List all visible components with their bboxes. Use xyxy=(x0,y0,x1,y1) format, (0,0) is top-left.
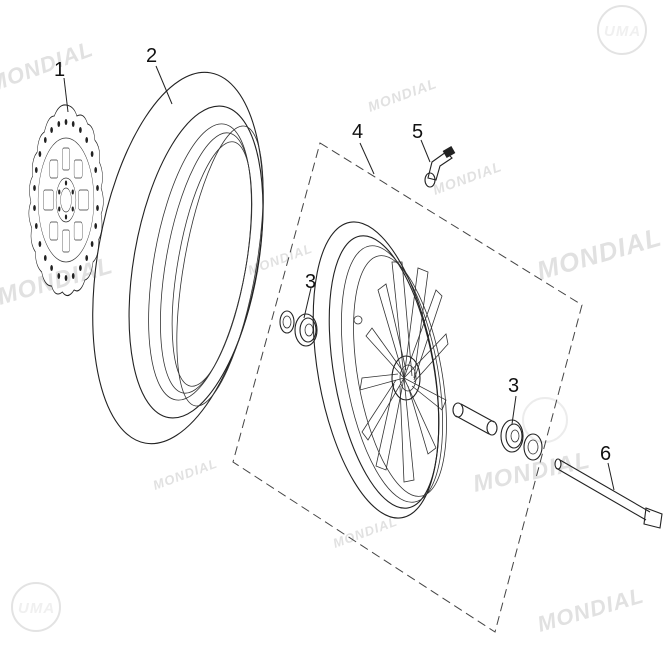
part-axle xyxy=(554,458,663,529)
uma-logo: UMA xyxy=(11,582,61,632)
callout-6: 6 xyxy=(600,443,611,465)
watermark-layer: MONDIAL MONDIAL MONDIAL MONDIAL MONDIAL … xyxy=(0,5,665,637)
watermark-text: MONDIAL xyxy=(431,158,504,198)
part-tire xyxy=(92,71,264,445)
watermark-text: MONDIAL xyxy=(534,583,646,637)
watermark-text: MONDIAL xyxy=(533,222,665,286)
watermark-text: MONDIAL xyxy=(366,75,439,115)
callouts: 1 2 3 4 5 3 6 xyxy=(54,45,611,465)
part-bearing-left xyxy=(279,310,318,347)
assembly-boundary xyxy=(232,142,583,633)
uma-logo xyxy=(522,397,568,443)
leader-lines xyxy=(63,65,615,491)
part-bearing-right xyxy=(452,402,543,461)
callout-3-left: 3 xyxy=(305,271,316,293)
callout-4: 4 xyxy=(352,121,363,143)
uma-logo-text: UMA xyxy=(604,23,641,40)
callout-5: 5 xyxy=(412,121,423,143)
part-brake-disc xyxy=(28,104,104,297)
callout-1: 1 xyxy=(54,59,65,81)
part-valve xyxy=(424,146,456,188)
watermark-text: MONDIAL xyxy=(0,252,116,311)
watermark-text: MONDIAL xyxy=(151,456,220,493)
watermark-text: MONDIAL xyxy=(0,36,97,97)
uma-logo-text: UMA xyxy=(18,600,55,617)
uma-logo: UMA xyxy=(597,5,647,55)
watermark-text: MONDIAL xyxy=(471,447,593,498)
callout-2: 2 xyxy=(146,45,157,67)
part-rim xyxy=(312,221,449,519)
callout-3-right: 3 xyxy=(508,375,519,397)
